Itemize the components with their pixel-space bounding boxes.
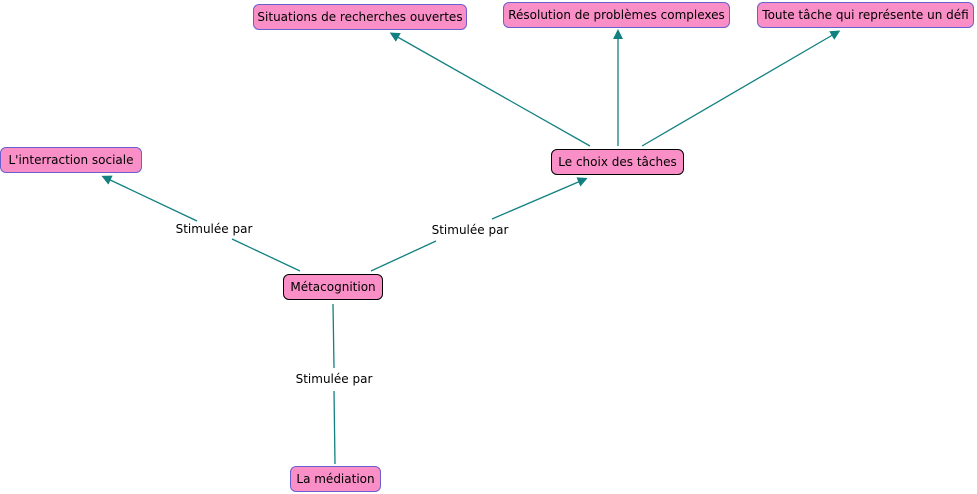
node-interaction[interactable]: L'interraction sociale <box>0 147 142 173</box>
link-label-interaction[interactable]: Stimulée par <box>173 222 255 236</box>
link-meta-to-label-bottom <box>332 303 335 369</box>
link-label-choix[interactable]: Stimulée par <box>429 223 511 237</box>
node-metacognition[interactable]: Métacognition <box>283 274 383 300</box>
node-resolution[interactable]: Résolution de problèmes complexes <box>503 2 730 28</box>
node-toute-tache[interactable]: Toute tâche qui représente un défi <box>757 2 974 28</box>
node-situations[interactable]: Situations de recherches ouvertes <box>253 4 467 30</box>
link-label-mediation[interactable]: Stimulée par <box>293 372 375 386</box>
node-mediation[interactable]: La médiation <box>290 466 381 492</box>
link-meta-to-label-right <box>370 240 437 272</box>
link-label-to-choix <box>491 177 588 220</box>
link-label-to-interaction <box>101 175 198 222</box>
link-choix-situations <box>389 32 591 147</box>
link-choix-toute-tache <box>641 30 841 147</box>
node-choix[interactable]: Le choix des tâches <box>551 149 684 175</box>
link-label-to-mediation <box>333 390 336 465</box>
link-meta-to-label-left <box>231 238 301 272</box>
